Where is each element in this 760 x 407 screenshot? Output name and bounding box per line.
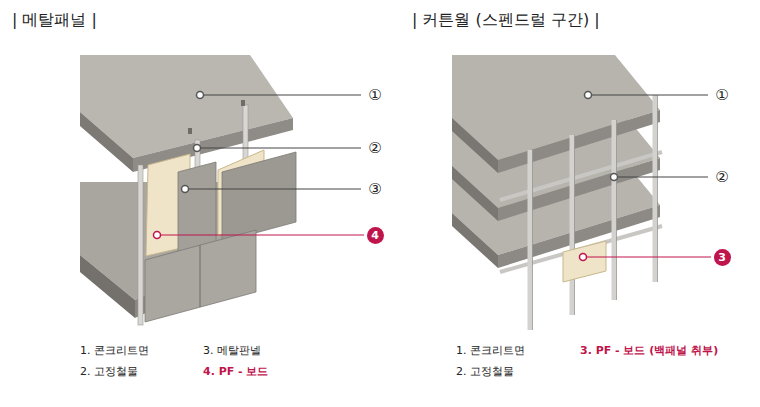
part-name: 1. 콘크리트면 — [456, 344, 525, 357]
part-name: 3. PF - 보드 (백패널 취부) — [580, 344, 718, 357]
callout-number: ① — [368, 86, 381, 104]
callout-number: ② — [368, 139, 381, 157]
callout-number: ① — [715, 86, 728, 104]
callout-number: ② — [715, 168, 728, 186]
callout-number: 4 — [371, 230, 379, 241]
section-title: | 메탈패널 | — [12, 10, 97, 29]
callout-number: 3 — [718, 252, 726, 263]
callout-badge: 3 — [714, 249, 731, 266]
part-name: 3. 메탈판넬 — [203, 344, 261, 357]
part-name: 2. 고정철물 — [456, 365, 514, 378]
callout-badge: 4 — [367, 227, 384, 244]
part-name: 4. PF - 보드 — [203, 365, 268, 378]
section-title: | 커튼월 (스펜드럴 구간) | — [412, 10, 600, 29]
callout-number: ③ — [368, 180, 381, 198]
part-name: 1. 콘크리트면 — [80, 344, 149, 357]
part-name: 2. 고정철물 — [80, 365, 138, 378]
